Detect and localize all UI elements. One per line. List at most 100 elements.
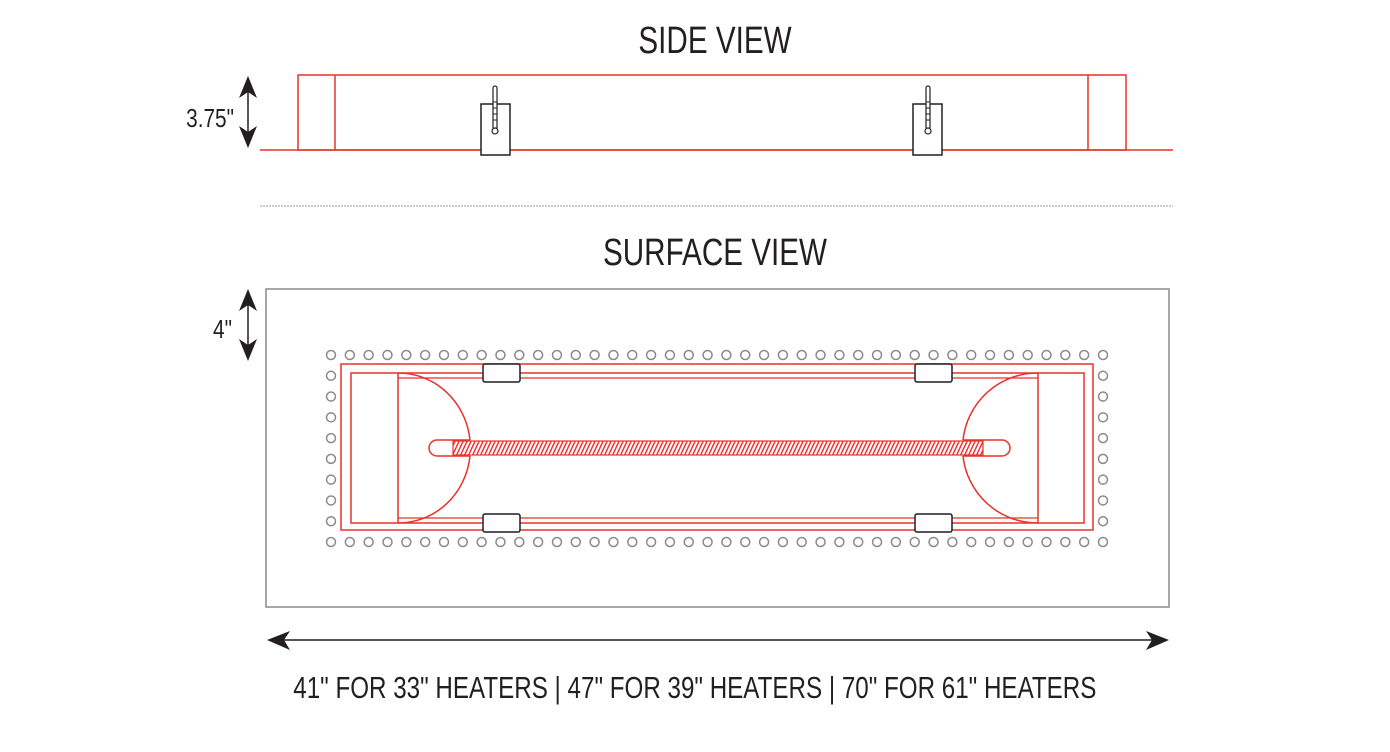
- side-bracket-right: [912, 85, 943, 156]
- hole-icon: [532, 349, 544, 361]
- hole-icon: [947, 349, 958, 361]
- hole-icon: [457, 349, 469, 361]
- heater-inner-frame: [350, 372, 1085, 524]
- hole-icon: [532, 536, 544, 548]
- hole-icon: [1097, 412, 1109, 423]
- hole-icon: [1022, 349, 1033, 361]
- hole-icon: [438, 349, 450, 361]
- hole-icon: [852, 536, 864, 548]
- hole-icon: [325, 515, 337, 527]
- hole-icon: [683, 536, 695, 548]
- bracket-top-left: [482, 363, 521, 383]
- hole-icon: [1097, 453, 1109, 465]
- hole-icon: [683, 349, 695, 361]
- hole-icon: [344, 349, 356, 361]
- hole-icon: [890, 536, 902, 548]
- hole-icon: [777, 349, 789, 361]
- hole-icon: [758, 536, 770, 548]
- hole-icon: [363, 349, 374, 361]
- hole-icon: [815, 536, 826, 548]
- hole-icon: [852, 349, 864, 361]
- hole-icon: [401, 349, 412, 361]
- hole-icon: [344, 536, 356, 548]
- hole-icon: [984, 349, 996, 361]
- hole-icon: [645, 536, 657, 548]
- side-height-label: 3.75": [186, 103, 234, 133]
- hole-icon: [1097, 349, 1109, 361]
- width-caption-text: 41" FOR 33" HEATERS | 47" FOR 39" HEATER…: [293, 670, 1097, 705]
- hole-icon: [758, 349, 770, 361]
- hole-icon: [909, 536, 920, 548]
- hole-icon: [438, 536, 450, 548]
- hole-icon: [1003, 536, 1015, 548]
- hole-icon: [608, 349, 619, 361]
- hole-icon: [382, 536, 393, 548]
- hole-icon: [627, 536, 638, 548]
- hole-icon: [1041, 349, 1052, 361]
- hole-icon: [796, 349, 807, 361]
- hole-icon: [401, 536, 412, 548]
- hole-icon: [871, 536, 883, 548]
- hole-icon: [1078, 349, 1090, 361]
- hole-icon: [1097, 515, 1109, 527]
- hole-icon: [514, 536, 525, 548]
- hole-icon: [702, 349, 713, 361]
- hole-icon: [1097, 474, 1109, 485]
- surface-height-arrow-icon: [239, 289, 257, 361]
- hole-icon: [551, 349, 563, 361]
- hole-icon: [965, 349, 977, 361]
- hole-icon: [1003, 349, 1015, 361]
- side-bracket-left: [480, 85, 511, 156]
- hole-icon: [871, 349, 883, 361]
- hole-icon: [1097, 370, 1109, 382]
- hole-icon: [325, 495, 337, 506]
- hole-icon: [608, 536, 619, 548]
- hole-icon: [834, 349, 845, 361]
- hole-icon: [777, 536, 789, 548]
- mounting-holes: [325, 349, 1109, 548]
- hole-icon: [1041, 536, 1052, 548]
- side-height-arrow-icon: [239, 76, 257, 148]
- hole-icon: [965, 536, 977, 548]
- hole-icon: [928, 536, 939, 548]
- hole-icon: [325, 349, 337, 361]
- heater-outer-frame: [340, 363, 1094, 531]
- hole-icon: [890, 349, 902, 361]
- hole-icon: [570, 536, 582, 548]
- hole-icon: [325, 474, 337, 485]
- surface-view: [239, 288, 1170, 608]
- hole-icon: [834, 536, 845, 548]
- side-housing: [297, 74, 1127, 151]
- hole-icon: [947, 536, 958, 548]
- width-caption: 41" FOR 33" HEATERS | 47" FOR 39" HEATER…: [0, 670, 1390, 706]
- hole-icon: [928, 349, 939, 361]
- hole-icon: [325, 370, 337, 382]
- left-reflector: [397, 372, 471, 524]
- hole-icon: [1060, 349, 1071, 361]
- hole-icon: [476, 536, 487, 548]
- hole-icon: [815, 349, 826, 361]
- hole-icon: [589, 536, 600, 548]
- hole-icon: [363, 536, 374, 548]
- hole-icon: [476, 349, 487, 361]
- heating-element: [428, 439, 1011, 457]
- bracket-top-right: [914, 363, 953, 383]
- hole-icon: [1060, 536, 1071, 548]
- hole-icon: [1097, 536, 1109, 548]
- hole-icon: [909, 349, 920, 361]
- side-view: [239, 74, 1173, 156]
- hole-icon: [589, 349, 600, 361]
- hole-icon: [457, 536, 469, 548]
- hole-icon: [325, 536, 337, 548]
- hole-icon: [627, 349, 638, 361]
- hole-icon: [325, 391, 337, 402]
- bracket-bottom-right: [914, 513, 953, 533]
- hole-icon: [1097, 495, 1109, 506]
- hole-icon: [570, 349, 582, 361]
- hole-icon: [664, 349, 676, 361]
- hole-icon: [721, 536, 732, 548]
- hole-icon: [721, 349, 732, 361]
- surface-view-title: SURFACE VIEW: [603, 232, 827, 274]
- hole-icon: [645, 349, 657, 361]
